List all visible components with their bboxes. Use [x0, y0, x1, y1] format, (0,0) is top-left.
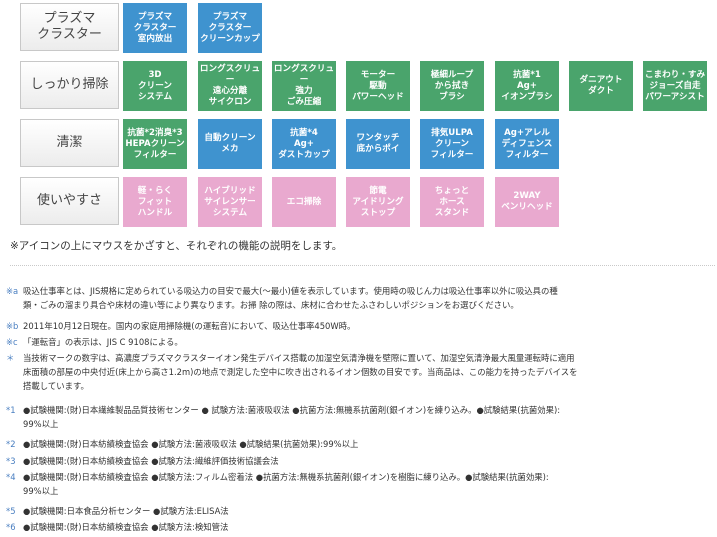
- footnote-mark: *4: [6, 472, 16, 482]
- category-label-hygiene: 清潔: [20, 119, 119, 167]
- feature-icon-hose-stand[interactable]: ちょっと ホース スタンド: [420, 177, 484, 227]
- feature-icon-ag-dust-cup[interactable]: 抗菌*4 Ag+ ダストカップ: [272, 119, 336, 169]
- feature-icon-eco-cleaning[interactable]: エコ掃除: [272, 177, 336, 227]
- footnote-2: *2 ●試験機関:(財)日本紡績検査協会 ●試験方法:菌液吸収法 ●試験結果(抗…: [0, 437, 717, 451]
- feature-icon-long-screw-cyclone[interactable]: ロングスクリュー 遠心分離 サイクロン: [198, 61, 262, 111]
- feature-icon-ultrafine-loop-brush[interactable]: 極細ループ から拭き ブラシ: [420, 61, 484, 111]
- footnote-1: *1 ●試験機関:(財)日本繊維製品品質技術センター ● 試験方法:菌液吸収法 …: [0, 403, 717, 433]
- footnote-4: *4 ●試験機関:(財)日本紡績検査協会 ●試験方法:フィルム密着法 ●抗菌方法…: [0, 470, 717, 500]
- feature-icon-hybrid-silencer[interactable]: ハイブリッド サイレンサー システム: [198, 177, 262, 227]
- footnote-mark: *5: [6, 506, 16, 516]
- category-label-plasmacluster: プラズマ クラスター: [20, 3, 119, 51]
- feature-icon-hepa-filter[interactable]: 抗菌*2消臭*3 HEPAクリーン フィルター: [123, 119, 187, 169]
- feature-icon-2way-head[interactable]: 2WAY ベンリヘッド: [495, 177, 559, 227]
- footnote-text: ●試験機関:日本食品分析センター ●試験方法:ELISA法: [23, 506, 229, 516]
- feature-icon-auto-clean-mecha[interactable]: 自動クリーン メカ: [198, 119, 262, 169]
- footnote-mark: ※a: [6, 286, 19, 296]
- feature-icon-ulpa-filter[interactable]: 排気ULPA クリーン フィルター: [420, 119, 484, 169]
- feature-icon-one-touch-dump[interactable]: ワンタッチ 底からポイ: [346, 119, 410, 169]
- footnote-mark: ※b: [6, 321, 19, 331]
- feature-icon-long-screw-compression[interactable]: ロングスクリュー 強力 ごみ圧縮: [272, 61, 336, 111]
- footnote-text: 吸込仕事率とは、JIS規格に定められている吸込力の目安で最大(～最小)値を表示し…: [23, 286, 558, 310]
- feature-icon-plasmacluster-indoor-release[interactable]: プラズマ クラスター 室内放出: [123, 3, 187, 53]
- section-divider: [10, 265, 715, 266]
- category-label-thorough-cleaning: しっかり掃除: [20, 61, 119, 109]
- feature-icon-motor-power-head[interactable]: モーター 駆動 パワーヘッド: [346, 61, 410, 111]
- footnote-text: ●試験機関:(財)日本紡績検査協会 ●試験方法:繊維評価技術協議会法: [23, 456, 279, 466]
- footnote-text: ●試験機関:(財)日本紡績検査協会 ●試験方法:菌液吸収法 ●試験結果(抗菌効果…: [23, 439, 359, 449]
- footnote-text: 2011年10月12日現在。国内の家庭用掃除機(の運転音)において、吸込仕事率4…: [23, 321, 356, 331]
- footnote-text: ●試験機関:(財)日本紡績検査協会 ●試験方法:フィルム密着法 ●抗菌方法:無機…: [23, 472, 549, 496]
- footnote-mark: *3: [6, 456, 16, 466]
- footnote-text: 「運転音」の表示は、JIS C 9108による。: [23, 337, 183, 347]
- feature-icon-3d-clean-system[interactable]: 3D クリーン システム: [123, 61, 187, 111]
- footnote-mark: *2: [6, 439, 16, 449]
- feature-icon-power-assist[interactable]: こまわり・すみ ジョーズ自走 パワーアシスト: [643, 61, 707, 111]
- footnote-3: *3 ●試験機関:(財)日本紡績検査協会 ●試験方法:繊維評価技術協議会法: [0, 454, 717, 468]
- feature-icon-dani-out-duct[interactable]: ダニアウト ダクト: [569, 61, 633, 111]
- feature-icon-idling-stop[interactable]: 節電 アイドリング ストップ: [346, 177, 410, 227]
- feature-icon-fit-handle[interactable]: 軽・らく フィット ハンドル: [123, 177, 187, 227]
- feature-icon-ag-ion-brush[interactable]: 抗菌*1 Ag+ イオンブラシ: [495, 61, 559, 111]
- footnote-text: 当技術マークの数字は、高濃度プラズマクラスターイオン発生デバイス搭載の加湿空気清…: [23, 353, 578, 391]
- footnote-c: ※c 「運転音」の表示は、JIS C 9108による。: [0, 335, 717, 349]
- footnote-b: ※b 2011年10月12日現在。国内の家庭用掃除機(の運転音)において、吸込仕…: [0, 319, 717, 333]
- footnote-mark: ＊: [6, 353, 15, 363]
- footnote-mark: ※c: [6, 337, 18, 347]
- footnote-5: *5 ●試験機関:日本食品分析センター ●試験方法:ELISA法: [0, 504, 717, 518]
- footnote-text: ●試験機関:(財)日本繊維製品品質技術センター ● 試験方法:菌液吸収法 ●抗菌…: [23, 405, 561, 429]
- footnote-6: *6 ●試験機関:(財)日本紡績検査協会 ●試験方法:検知管法: [0, 520, 717, 534]
- feature-icon-plasmacluster-clean-cup[interactable]: プラズマ クラスター クリーンカップ: [198, 3, 262, 53]
- category-label-usability: 使いやすさ: [20, 177, 119, 225]
- footnote-text: ●試験機関:(財)日本紡績検査協会 ●試験方法:検知管法: [23, 522, 229, 532]
- footnote-mark: *1: [6, 405, 16, 415]
- footnote-ion-mark: ＊ 当技術マークの数字は、高濃度プラズマクラスターイオン発生デバイス搭載の加湿空…: [0, 351, 717, 395]
- feature-icon-ag-allergy-filter[interactable]: Ag+アレル ディフェンス フィルター: [495, 119, 559, 169]
- hover-instruction-note: ※アイコンの上にマウスをかざすと、それぞれの機能の説明をします。: [10, 240, 343, 252]
- footnote-mark: *6: [6, 522, 16, 532]
- footnote-a: ※a 吸込仕事率とは、JIS規格に定められている吸込力の目安で最大(～最小)値を…: [0, 284, 717, 314]
